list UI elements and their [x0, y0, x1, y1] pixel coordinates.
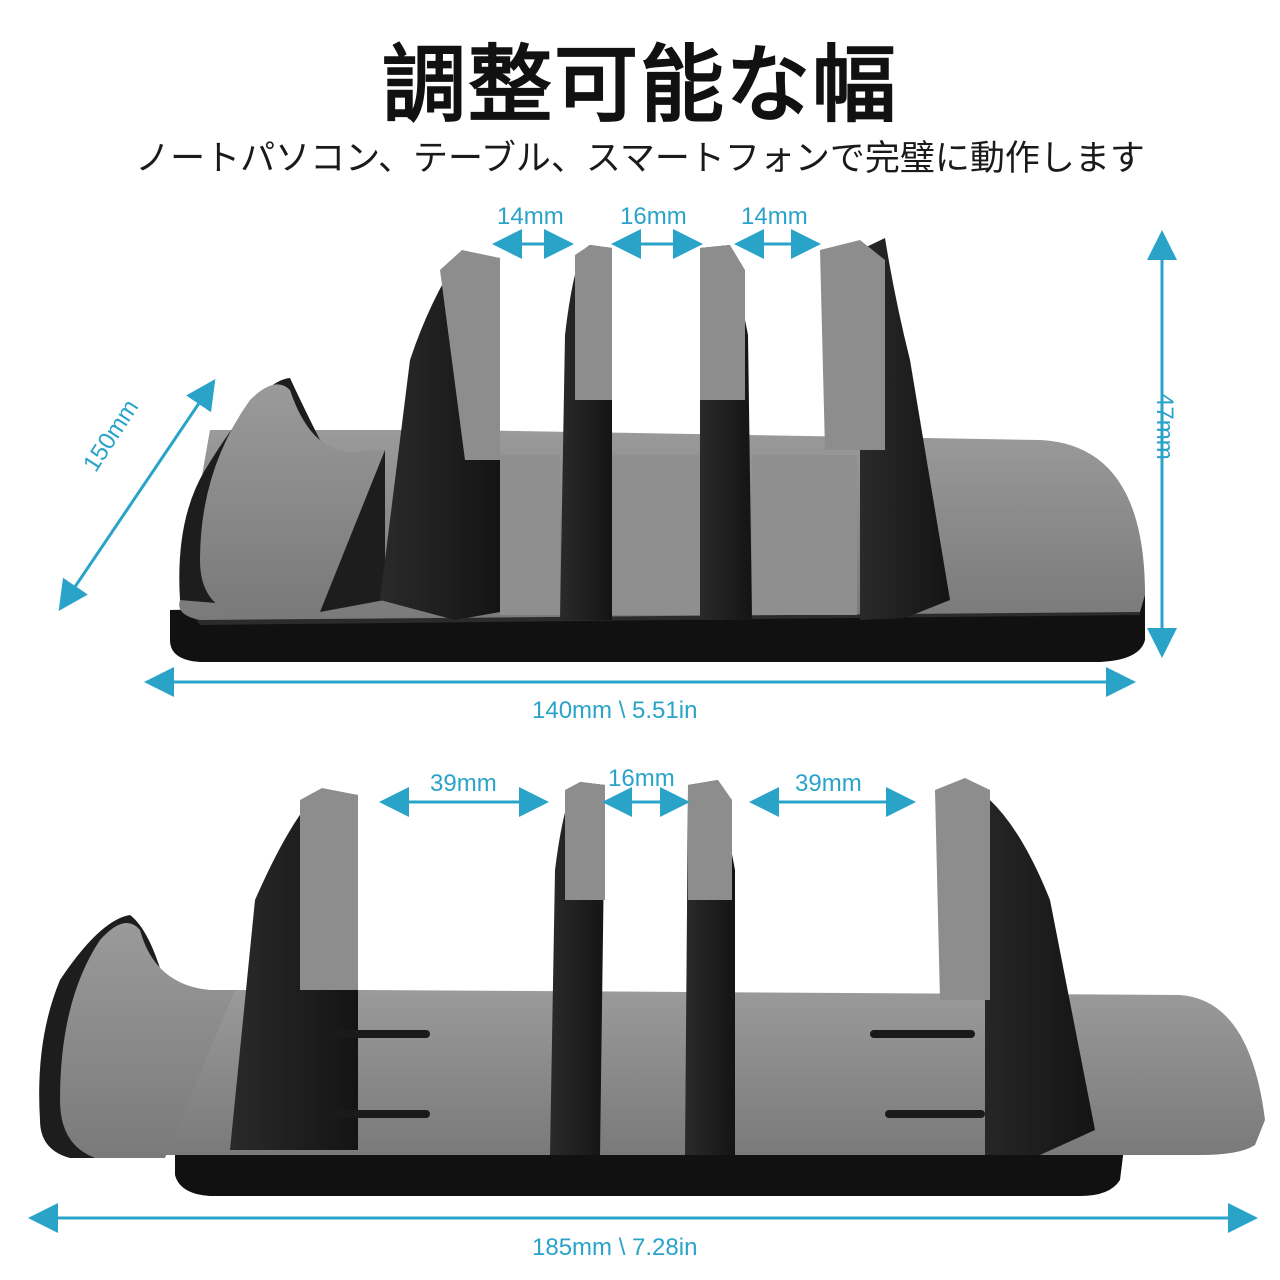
page-subtitle: ノートパソコン、テーブル、スマートフォンで完璧に動作します — [135, 139, 1145, 179]
bottom-width-label: 185mm \ 7.28in — [532, 1234, 698, 1261]
dim-line-top-depth — [58, 379, 216, 611]
top-gap-middle-label: 16mm — [620, 203, 687, 230]
bottom-gap-right-label: 39mm — [795, 770, 862, 797]
top-width-label: 140mm \ 5.51in — [532, 697, 698, 724]
bottom-gap-middle-label: 16mm — [608, 765, 675, 792]
top-gap-right-label: 14mm — [741, 203, 808, 230]
page-title: 調整可能な幅 — [381, 36, 898, 134]
bottom-gap-left-label: 39mm — [430, 770, 497, 797]
top-height-label: 47mm — [1151, 393, 1178, 460]
top-stand — [170, 238, 1145, 662]
bottom-stand — [39, 778, 1265, 1196]
top-gap-left-label: 14mm — [497, 203, 564, 230]
